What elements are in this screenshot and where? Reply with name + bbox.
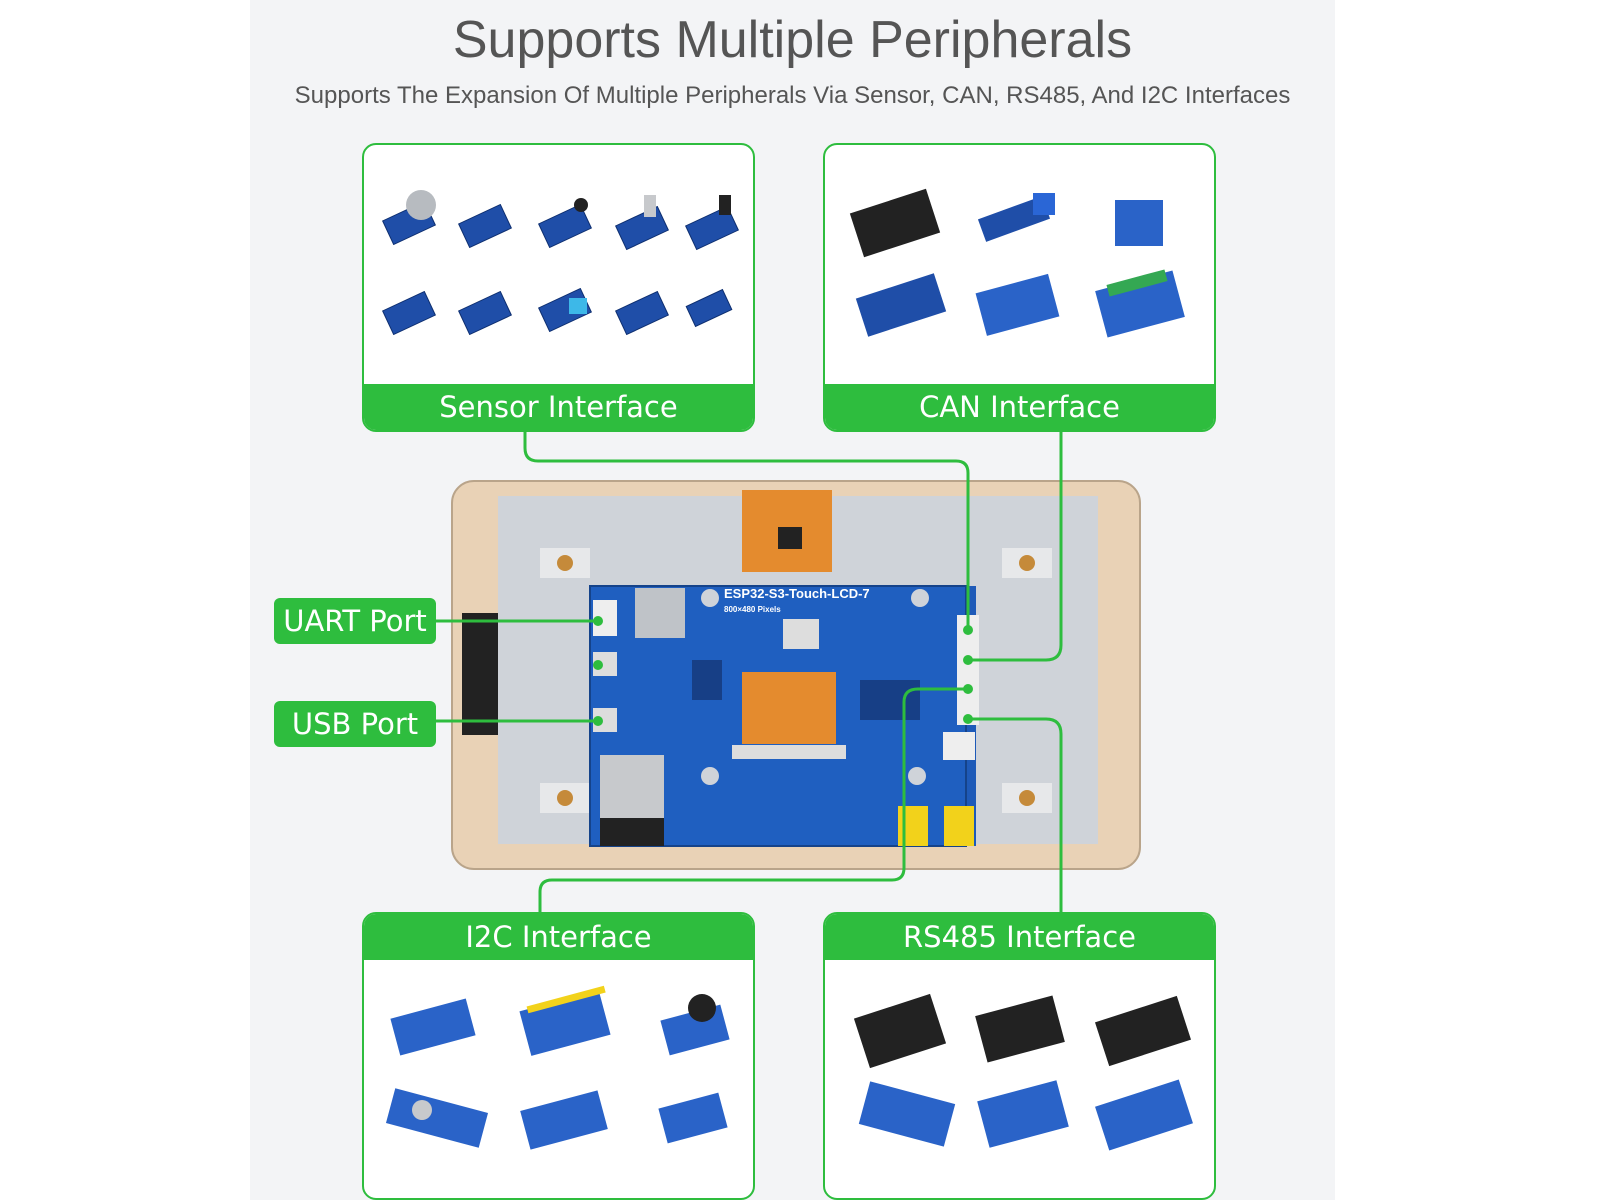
uart-port-label: UART Port [274, 598, 436, 644]
connector-lines [434, 432, 1063, 912]
rs485-interface-box: RS485 Interface [823, 912, 1216, 1200]
usb-port-label: USB Port [274, 701, 436, 747]
can-interface-box: CAN Interface [823, 143, 1216, 432]
board-name: ESP32-S3-Touch-LCD-7 [724, 586, 870, 601]
page-subtitle: Supports The Expansion Of Multiple Perip… [294, 82, 1291, 109]
display-device [451, 480, 1141, 870]
rs485-connector-line [968, 717, 1063, 912]
page-title: Supports Multiple Peripherals [452, 11, 1133, 69]
board-resolution: 800×480 Pixels [724, 605, 781, 614]
i2c-connector-line [538, 687, 968, 912]
connector-dots [593, 616, 973, 726]
sensor-connector-line [523, 432, 970, 630]
rs485-interface-label: RS485 Interface [825, 914, 1214, 960]
sensor-interface-label: Sensor Interface [364, 384, 753, 430]
sensor-interface-box: Sensor Interface [362, 143, 755, 432]
i2c-interface-label: I2C Interface [364, 914, 753, 960]
can-modules-image [849, 188, 1185, 338]
i2c-interface-box: I2C Interface [362, 912, 755, 1200]
can-interface-label: CAN Interface [825, 384, 1214, 430]
sensor-modules-image [381, 190, 740, 336]
standoff-screws [540, 548, 1052, 813]
rs485-modules-image [853, 993, 1193, 1151]
can-connector-line [968, 432, 1063, 662]
i2c-modules-image [385, 985, 730, 1150]
